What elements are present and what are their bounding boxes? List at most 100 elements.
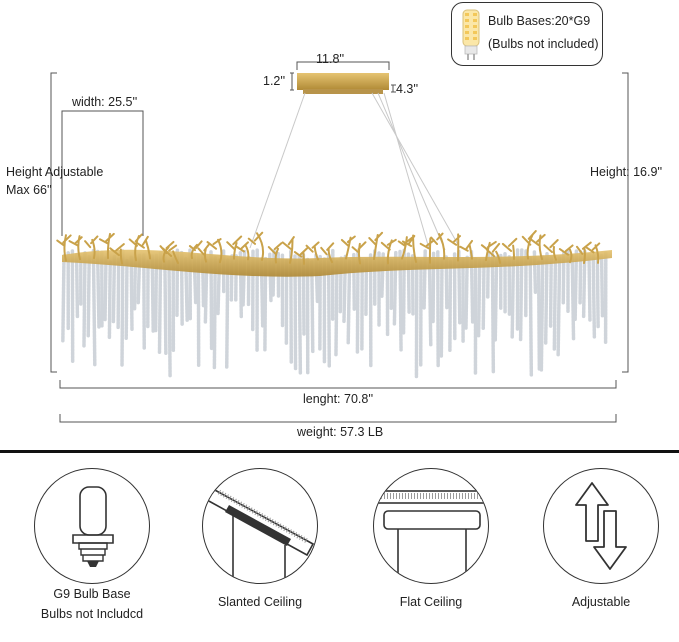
crystal-strand: [163, 251, 168, 357]
crystal-strand: [528, 256, 534, 377]
gold-branch: [293, 247, 308, 265]
gold-branch: [380, 238, 397, 265]
weight-line: [59, 414, 617, 423]
feature-flat-ceiling: [373, 468, 489, 584]
gold-branch: [162, 244, 179, 265]
height-line: [622, 72, 629, 373]
crystal-strand: [552, 259, 558, 351]
gold-branch: [247, 231, 265, 261]
crystal-strand: [587, 253, 592, 322]
crystal-strand: [439, 257, 444, 358]
crystal-strand: [595, 256, 600, 329]
gold-branch: [501, 237, 518, 261]
height-label: Height: 16.9'': [590, 165, 663, 179]
bulb-info-box: Bulb Bases:20*G9 (Bulbs not included): [451, 2, 603, 66]
caption-flat-ceiling: Flat Ceiling: [399, 595, 463, 609]
width-line: [61, 110, 144, 236]
gold-branch: [351, 241, 367, 265]
gold-branch: [340, 235, 356, 260]
crystal-strand: [539, 255, 545, 372]
crystal-strand: [103, 256, 108, 323]
crystal-strand: [591, 253, 597, 339]
gold-branch: [485, 242, 501, 264]
crystal-strand: [157, 251, 163, 355]
crystal-strand: [224, 258, 230, 370]
crystal-strand: [334, 260, 339, 357]
gold-branch: [128, 233, 143, 262]
adjustable-arrows-icon: [575, 482, 627, 570]
gold-branch: [98, 232, 115, 260]
gold-branch: [188, 240, 203, 260]
height-max-label: Max 66'': [6, 183, 52, 197]
length-label: lenght: 70.8'': [303, 392, 374, 406]
crystal-strand: [570, 254, 576, 341]
crystal-strand: [346, 259, 352, 345]
crystal-strand: [510, 256, 516, 339]
feature-g9-bulb: [34, 468, 150, 584]
crystal-strand: [490, 252, 496, 375]
height-adjustable-line: [50, 72, 57, 373]
gold-branch: [267, 242, 283, 264]
feature-adjustable: [543, 468, 659, 584]
crystal-strand: [556, 256, 562, 357]
gold-branch: [575, 241, 592, 265]
caption-slanted-ceiling: Slanted Ceiling: [217, 595, 303, 609]
gold-branch: [543, 239, 559, 261]
crystal-strand: [82, 251, 87, 349]
crystal-strand: [464, 255, 469, 330]
gold-branch: [585, 242, 601, 264]
g9-bulb-icon: [462, 9, 480, 60]
gold-branch: [109, 243, 125, 265]
gold-branch: [234, 241, 250, 261]
gold-branch: [84, 235, 99, 259]
crystal-strand: [573, 249, 579, 322]
height-adjustable-label: Height Adjustable: [6, 165, 104, 179]
gold-branch: [459, 239, 474, 260]
caption-adjustable: Adjustable: [571, 595, 631, 609]
crystal-strand: [481, 258, 486, 330]
caption-g9-bulb: G9 Bulb Base Bulbs not Includcd: [17, 584, 167, 624]
crystal-strand: [74, 253, 80, 320]
crystal-strand: [124, 258, 129, 341]
gold-branch: [530, 233, 546, 261]
feature-slanted-ceiling: [202, 468, 318, 584]
crystal-strand: [212, 256, 217, 370]
weight-label: weight: 57.3 LB: [297, 425, 384, 439]
gold-branch: [226, 235, 243, 260]
crystal-strand: [543, 251, 549, 345]
crystal-strand: [167, 259, 172, 378]
gold-branch: [401, 234, 417, 263]
gold-branch: [68, 235, 83, 261]
gold-branch: [447, 233, 461, 262]
gold-branch: [305, 241, 320, 261]
gold-branch: [135, 235, 151, 260]
length-line: [59, 380, 617, 389]
gold-branch: [419, 237, 435, 264]
gold-branch: [368, 231, 384, 261]
canopy-height-marks: [290, 72, 396, 93]
width-label: width: 25.5'': [72, 95, 138, 109]
gold-branch: [197, 242, 211, 263]
section-divider: [0, 450, 679, 453]
chandelier-dimension-drawing: [50, 61, 629, 423]
chandelier-body: [56, 230, 612, 379]
crystal-strand: [129, 255, 134, 332]
gold-branch: [558, 244, 574, 264]
canopy-width-label: 11.8'': [316, 52, 345, 66]
crystal-strand: [427, 256, 433, 348]
g9-bulb-icon: [72, 486, 114, 567]
crystal-strand: [107, 260, 112, 340]
canopy-depth-label: 4.3'': [396, 82, 419, 96]
crystal-strand: [599, 253, 605, 318]
crystal-strand: [536, 260, 542, 372]
crystal-strand: [310, 260, 315, 355]
slanted-ceiling-icon: [205, 487, 315, 583]
bulb-bases-label: Bulb Bases:20*G9: [488, 14, 591, 28]
crystal-strand: [120, 249, 125, 367]
gold-branch: [206, 238, 223, 264]
crystal-strand: [548, 255, 553, 329]
ceiling-canopy: [297, 73, 389, 90]
caption-g9-bulb-line2: Bulbs not Includcd: [40, 607, 144, 621]
bulbs-not-included-label: (Bulbs not included): [488, 37, 599, 51]
crystal-strand: [86, 254, 91, 338]
